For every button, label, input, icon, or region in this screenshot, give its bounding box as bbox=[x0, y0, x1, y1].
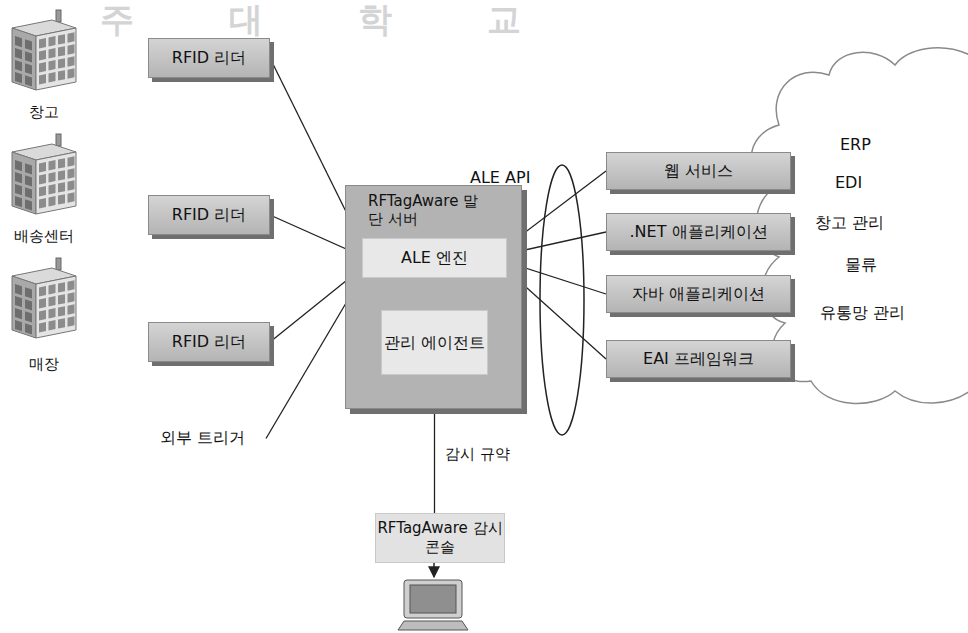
reader-box: RFID 리더 bbox=[148, 38, 270, 78]
node-label: 자바 애플리케이션 bbox=[632, 284, 765, 305]
watermark: 주대학교 bbox=[100, 0, 616, 38]
node-label: .NET 애플리케이션 bbox=[629, 222, 767, 243]
app-box: EAI 프레임워크 bbox=[606, 340, 791, 378]
console-box: RFTagAware 감시 콘솔 bbox=[375, 513, 505, 563]
cloud-item: 창고 관리 bbox=[815, 213, 884, 234]
engine-box: ALE 엔진 bbox=[362, 238, 507, 278]
reader-box: RFID 리더 bbox=[148, 322, 270, 362]
api-ellipse bbox=[540, 165, 584, 435]
cloud-item: 유통망 관리 bbox=[820, 303, 905, 324]
node-label: RFID 리더 bbox=[172, 332, 246, 353]
app-box: 자바 애플리케이션 bbox=[606, 275, 791, 313]
server-box: RFTagAware 말단 서버 ALE 엔진관리 에이전트 bbox=[345, 185, 522, 409]
node-label: RFID 리더 bbox=[172, 205, 246, 226]
building-icon bbox=[6, 254, 82, 340]
node-label: 매장 bbox=[29, 355, 59, 374]
agent-box: 관리 에이전트 bbox=[381, 310, 488, 375]
cloud-item: ERP bbox=[840, 135, 871, 154]
app-box: .NET 애플리케이션 bbox=[606, 213, 791, 251]
node-label: EAI 프레임워크 bbox=[643, 349, 754, 370]
api-label: ALE API bbox=[470, 168, 530, 188]
computer-icon bbox=[398, 580, 468, 630]
site-building: 창고 bbox=[2, 6, 86, 122]
node-label: 외부 트리거 bbox=[160, 428, 245, 449]
building-icon bbox=[6, 6, 82, 92]
node-label: RFTagAware 말단 서버 bbox=[368, 192, 486, 228]
node-label: 관리 에이전트 bbox=[384, 333, 485, 353]
building-icon bbox=[6, 130, 82, 216]
node-label: ALE 엔진 bbox=[401, 248, 468, 268]
node-label: 웹 서비스 bbox=[664, 161, 733, 182]
node-label: 배송센터 bbox=[14, 227, 74, 246]
cloud-item: EDI bbox=[835, 173, 862, 192]
node-label: RFID 리더 bbox=[172, 48, 246, 69]
edge-label: 감시 규약 bbox=[443, 445, 512, 464]
node-label: 창고 bbox=[29, 103, 59, 122]
app-box: 웹 서비스 bbox=[606, 152, 791, 190]
site-building: 배송센터 bbox=[2, 130, 86, 246]
console-arrow bbox=[433, 562, 435, 577]
trigger-text: 외부 트리거 bbox=[160, 424, 266, 453]
node-label: RFTagAware 감시 콘솔 bbox=[376, 519, 504, 557]
site-building: 매장 bbox=[2, 254, 86, 374]
cloud-item: 물류 bbox=[845, 255, 877, 276]
reader-box: RFID 리더 bbox=[148, 195, 270, 235]
